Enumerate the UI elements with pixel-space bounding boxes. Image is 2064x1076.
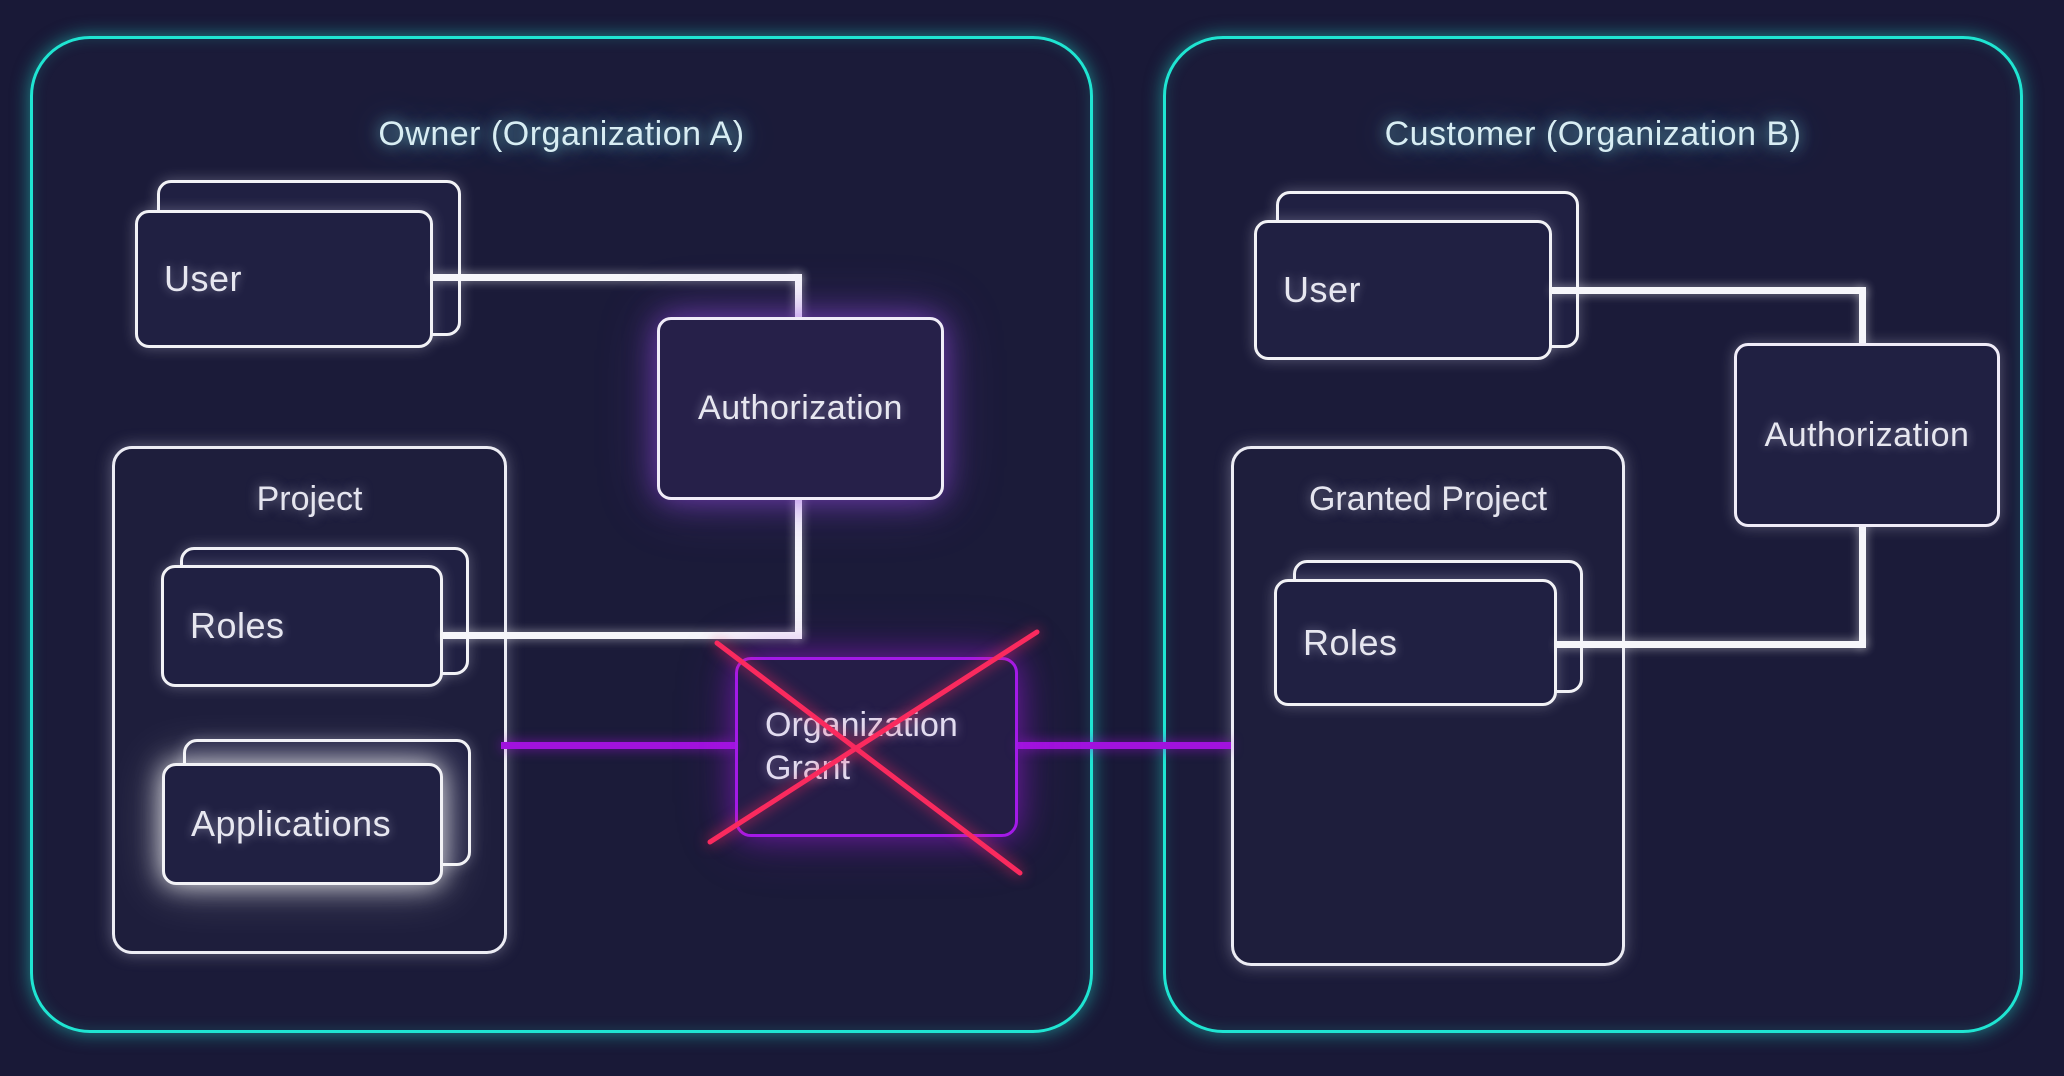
- org-b-user-label: User: [1283, 269, 1362, 310]
- org-b-title: Customer (Organization B): [1384, 115, 1802, 153]
- org-a-authorization-box: Authorization: [657, 317, 944, 500]
- org-a-user-card: User: [135, 210, 433, 348]
- org-a-user-label: User: [164, 258, 243, 299]
- org-a-roles-label: Roles: [190, 605, 285, 646]
- connector-a-user-authorization-v: [795, 274, 802, 320]
- connector-a-user-authorization-h: [433, 274, 802, 281]
- connector-b-authorization-roles-v: [1859, 521, 1866, 648]
- connector-a-authorization-roles-h: [443, 632, 802, 639]
- org-b-authorization-label: Authorization: [1764, 415, 1970, 454]
- org-a-container: Owner (Organization A): [30, 36, 1093, 1033]
- org-b-authorization-box: Authorization: [1734, 343, 2000, 527]
- org-b-user-card: User: [1254, 220, 1552, 360]
- connector-b-user-authorization-v: [1859, 287, 1866, 346]
- connector-b-authorization-roles-h: [1557, 641, 1866, 648]
- org-b-container: Customer (Organization B): [1163, 36, 2023, 1033]
- project-title: Project: [256, 480, 363, 518]
- connector-b-user-authorization-h: [1552, 287, 1866, 294]
- organization-grant-label-line2: Grant: [765, 749, 851, 787]
- org-b-roles-card: Roles: [1274, 579, 1557, 706]
- org-a-roles-card: Roles: [161, 565, 443, 687]
- org-a-applications-card: Applications: [162, 763, 443, 885]
- org-a-title: Owner (Organization A): [378, 115, 745, 153]
- granted-project-container: Granted Project: [1231, 446, 1625, 966]
- org-a-authorization-label: Authorization: [698, 389, 903, 427]
- connector-grant-granted-project: [1018, 742, 1231, 749]
- organization-grant-label-line1: Organization: [765, 706, 958, 744]
- connector-a-authorization-roles-v: [795, 494, 802, 639]
- project-container: Project: [112, 446, 507, 954]
- granted-project-title: Granted Project: [1308, 480, 1548, 518]
- organization-grant-box: Organization Grant: [735, 657, 1018, 837]
- org-b-roles-label: Roles: [1303, 621, 1398, 663]
- connector-project-grant: [501, 742, 735, 749]
- org-a-applications-label: Applications: [191, 803, 392, 844]
